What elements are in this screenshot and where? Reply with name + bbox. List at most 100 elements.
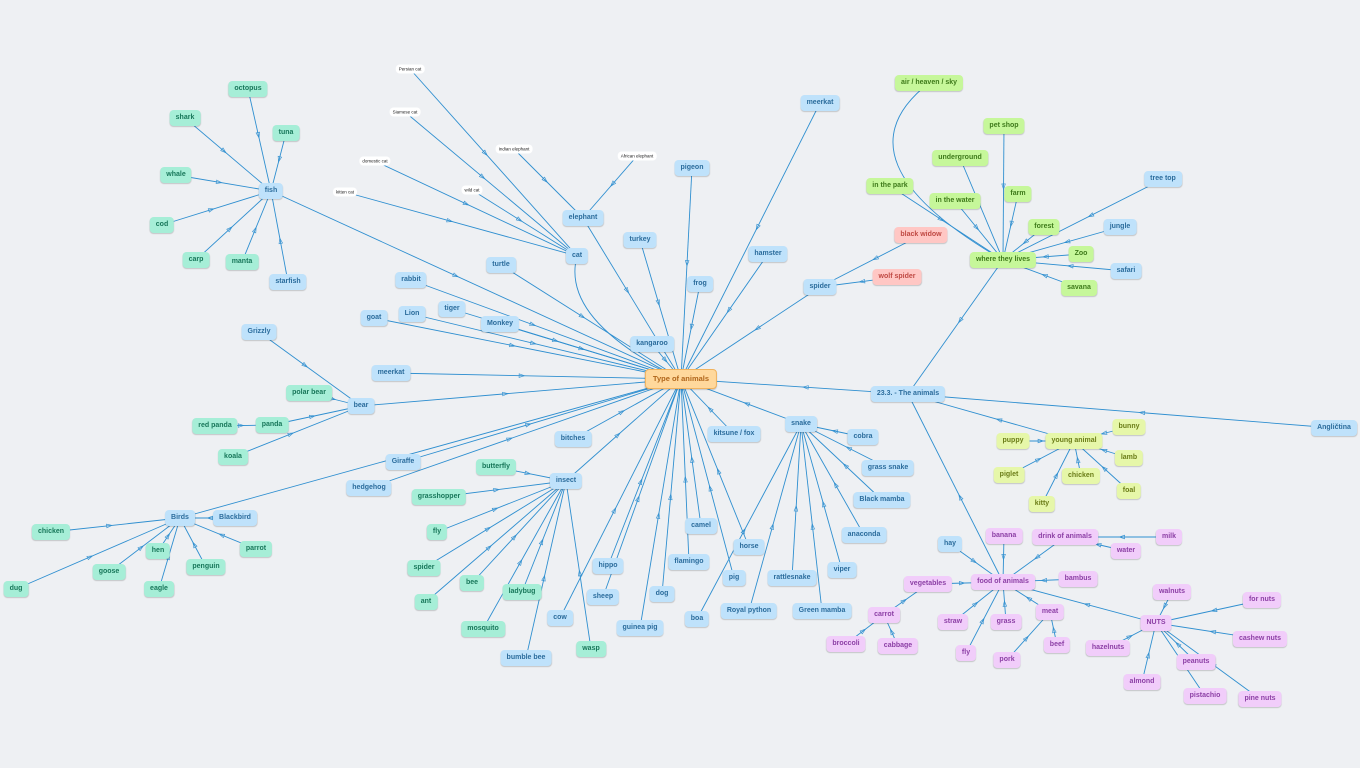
node-anaconda[interactable]: anaconda	[841, 527, 887, 543]
node-snake[interactable]: snake	[785, 416, 817, 432]
node-koala[interactable]: koala	[218, 449, 248, 465]
node-almond[interactable]: almond	[1123, 674, 1161, 690]
node-inthepark[interactable]: in the park	[866, 178, 914, 194]
node-blackwidow[interactable]: black widow	[894, 227, 948, 243]
node-frog[interactable]: frog	[687, 276, 713, 292]
node-pistachio[interactable]: pistachio	[1183, 688, 1227, 704]
node-blackmamba[interactable]: Black mamba	[853, 492, 911, 508]
node-kitsune[interactable]: kitsune / fox	[707, 426, 761, 442]
node-redpanda[interactable]: red panda	[192, 418, 238, 434]
node-fly1[interactable]: fly	[426, 524, 448, 540]
node-cod[interactable]: cod	[149, 217, 175, 233]
node-zoo[interactable]: Zoo	[1068, 246, 1094, 262]
node-octopus[interactable]: octopus	[228, 81, 268, 97]
node-fly2[interactable]: fly	[955, 645, 977, 661]
node-puppy[interactable]: puppy	[996, 433, 1030, 449]
node-cashew[interactable]: cashew nuts	[1232, 631, 1288, 647]
node-pinenuts[interactable]: pine nuts	[1238, 691, 1282, 707]
node-monkey[interactable]: Monkey	[480, 316, 520, 332]
node-meerkat2[interactable]: meerkat	[371, 365, 411, 381]
node-turkey[interactable]: turkey	[623, 232, 657, 248]
node-spider1[interactable]: spider	[803, 279, 837, 295]
node-fornuts[interactable]: for nuts	[1242, 592, 1282, 608]
node-farm[interactable]: farm	[1004, 186, 1032, 202]
node-food[interactable]: food of animals	[971, 574, 1035, 590]
node-flamingo[interactable]: flamingo	[668, 554, 710, 570]
node-banana[interactable]: banana	[985, 528, 1023, 544]
node-carp[interactable]: carp	[182, 252, 210, 268]
node-elephant[interactable]: elephant	[562, 210, 604, 226]
node-bambus[interactable]: bambus	[1058, 571, 1098, 587]
node-blackbird[interactable]: Blackbird	[213, 510, 257, 526]
node-savana[interactable]: savana	[1061, 280, 1097, 296]
node-grizzly[interactable]: Grizzly	[241, 324, 277, 340]
node-kangaroo[interactable]: kangaroo	[630, 336, 674, 352]
node-hamster[interactable]: hamster	[748, 246, 788, 262]
node-drink[interactable]: drink of animals	[1032, 529, 1098, 545]
node-spider2[interactable]: spider	[407, 560, 441, 576]
node-grasssnake[interactable]: grass snake	[861, 460, 915, 476]
node-grass[interactable]: grass	[990, 614, 1022, 630]
node-bunny[interactable]: bunny	[1112, 419, 1146, 435]
node-fish[interactable]: fish	[258, 183, 284, 199]
node-chicken1[interactable]: chicken	[31, 524, 71, 540]
node-meerkat1[interactable]: meerkat	[800, 95, 840, 111]
node-persian[interactable]: Persian cat	[395, 64, 425, 74]
node-whale[interactable]: whale	[160, 167, 192, 183]
node-shark[interactable]: shark	[169, 110, 201, 126]
node-siamese[interactable]: Siamese cat	[389, 107, 421, 117]
node-carrot[interactable]: carrot	[868, 607, 900, 623]
node-pig[interactable]: pig	[722, 570, 746, 586]
node-cow[interactable]: cow	[547, 610, 573, 626]
node-goose[interactable]: goose	[92, 564, 126, 580]
node-rabbit[interactable]: rabbit	[395, 272, 427, 288]
node-hazelnuts[interactable]: hazelnuts	[1085, 640, 1131, 656]
node-piglet[interactable]: piglet	[993, 467, 1025, 483]
node-parrot[interactable]: parrot	[239, 541, 273, 557]
node-root[interactable]: Type of animals	[644, 369, 718, 389]
node-bitches[interactable]: bitches	[554, 431, 592, 447]
node-starfish[interactable]: starfish	[269, 274, 307, 290]
node-viper[interactable]: viper	[827, 562, 857, 578]
node-tuna[interactable]: tuna	[272, 125, 300, 141]
node-butterfly[interactable]: butterfly	[476, 459, 516, 475]
node-topic[interactable]: 23.3. - The animals	[870, 386, 946, 402]
node-where[interactable]: where they lives	[969, 252, 1037, 268]
node-air[interactable]: air / heaven / sky	[894, 75, 964, 91]
node-angl[interactable]: Angličtina	[1311, 420, 1357, 436]
node-panda[interactable]: panda	[255, 417, 289, 433]
node-lion[interactable]: Lion	[398, 306, 426, 322]
node-forest[interactable]: forest	[1028, 219, 1060, 235]
node-broccoli[interactable]: broccoli	[826, 636, 866, 652]
node-african[interactable]: African elephant	[617, 151, 657, 161]
node-rattlesnake[interactable]: rattlesnake	[767, 570, 817, 586]
node-python[interactable]: Royal python	[720, 603, 778, 619]
node-mosquito[interactable]: mosquito	[461, 621, 505, 637]
node-dug[interactable]: dug	[3, 581, 29, 597]
node-cobra[interactable]: cobra	[847, 429, 879, 445]
node-straw[interactable]: straw	[937, 614, 969, 630]
node-birds[interactable]: Birds	[165, 510, 195, 526]
node-petshop[interactable]: pet shop	[983, 118, 1025, 134]
node-guineapig[interactable]: guinea pig	[616, 620, 664, 636]
node-underground[interactable]: underground	[932, 150, 988, 166]
node-jungle[interactable]: jungle	[1103, 219, 1137, 235]
node-peanuts[interactable]: peanuts	[1176, 654, 1216, 670]
node-bumblebee[interactable]: bumble bee	[500, 650, 552, 666]
node-inthewater[interactable]: in the water	[929, 193, 981, 209]
node-wasp[interactable]: wasp	[576, 641, 606, 657]
node-pork[interactable]: pork	[993, 652, 1021, 668]
node-nuts[interactable]: NUTS	[1140, 615, 1172, 631]
node-penguin[interactable]: penguin	[186, 559, 226, 575]
node-young[interactable]: young animal	[1045, 433, 1103, 449]
node-manta[interactable]: manta	[225, 254, 259, 270]
node-horse[interactable]: horse	[733, 539, 765, 555]
node-lamb[interactable]: lamb	[1114, 450, 1144, 466]
node-bear[interactable]: bear	[347, 398, 375, 414]
node-ant[interactable]: ant	[414, 594, 438, 610]
node-foal[interactable]: foal	[1116, 483, 1142, 499]
node-boa[interactable]: boa	[684, 611, 710, 627]
node-greenmamba[interactable]: Green mamba	[792, 603, 852, 619]
node-cat[interactable]: cat	[565, 248, 589, 264]
node-tiger[interactable]: tiger	[438, 301, 466, 317]
